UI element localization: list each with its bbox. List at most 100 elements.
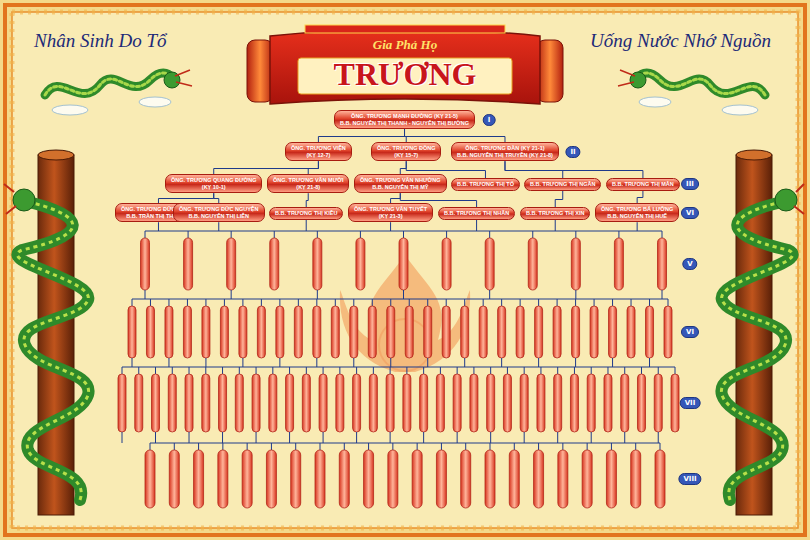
title-banner xyxy=(270,29,540,104)
slot-stem xyxy=(155,367,156,374)
slot-stem xyxy=(323,367,324,374)
person-note: B.B. NGUYỄN THỊ LIÊN xyxy=(179,213,259,220)
name-slot xyxy=(631,450,641,508)
name-slot xyxy=(553,306,561,358)
person-note: (KỴ 15-7) xyxy=(377,152,435,159)
slot-stem xyxy=(631,299,632,306)
name-slot xyxy=(609,306,617,358)
generation-bus xyxy=(150,443,660,444)
dragon xyxy=(618,70,765,115)
slot-stem xyxy=(132,358,133,367)
name-slot xyxy=(286,374,294,432)
scroll-roll xyxy=(537,40,563,102)
slot-stem xyxy=(189,432,190,443)
slot-stem xyxy=(489,231,490,238)
tree-connector xyxy=(400,161,406,174)
name-slot xyxy=(386,374,394,432)
person-name: B.B. TRƯƠNG THỊ XIN xyxy=(526,210,584,217)
slot-stem xyxy=(465,443,466,450)
slot-stem xyxy=(360,231,361,238)
slot-stem xyxy=(575,290,576,299)
name-slot xyxy=(369,374,377,432)
name-slot xyxy=(571,238,580,290)
person-name: ÔNG. TRƯƠNG VIỆN xyxy=(291,145,346,152)
tree-connector xyxy=(391,193,401,203)
name-slot xyxy=(388,450,398,508)
generation-number: VI xyxy=(681,207,699,219)
name-slot xyxy=(487,374,495,432)
ancestor-box: ÔNG. TRƯƠNG ĐỨC NGUYỆNB.B. NGUYỄN THỊ LI… xyxy=(173,203,265,222)
slot-stem xyxy=(423,367,424,374)
slot-stem xyxy=(320,443,321,450)
name-slot xyxy=(403,374,411,432)
slot-stem xyxy=(562,443,563,450)
name-slot xyxy=(442,238,451,290)
name-slot xyxy=(646,306,654,358)
slot-stem xyxy=(489,290,490,299)
slot-stem xyxy=(575,358,576,367)
slot-stem xyxy=(145,290,146,299)
name-slot xyxy=(442,306,450,358)
name-slot xyxy=(294,306,302,358)
slot-stem xyxy=(150,299,151,306)
name-slot xyxy=(302,374,310,432)
generation-bus xyxy=(132,299,668,300)
slot-stem xyxy=(289,432,290,443)
slot-stem xyxy=(390,432,391,443)
name-slot xyxy=(420,374,428,432)
person-note: B.B. NGUYỄN THỊ TRUYỀN (KỴ 21-8) xyxy=(457,152,553,159)
slot-stem xyxy=(668,299,669,306)
slot-stem xyxy=(242,299,243,306)
slot-stem xyxy=(373,367,374,374)
name-slot xyxy=(239,306,247,358)
slot-stem xyxy=(649,299,650,306)
slot-stem xyxy=(591,367,592,374)
slot-stem xyxy=(224,299,225,306)
slot-stem xyxy=(335,299,336,306)
slot-stem xyxy=(540,367,541,374)
slot-stem xyxy=(607,367,608,374)
name-slot xyxy=(220,306,228,358)
person-name: ÔNG. TRƯƠNG BÁ LƯỠNG xyxy=(601,206,673,213)
name-slot xyxy=(313,238,322,290)
person-name: B.B. TRƯƠNG THỊ KIỀU xyxy=(275,210,337,217)
person-name: B.B. TRƯƠNG THỊ TỐ xyxy=(457,181,514,188)
slot-stem xyxy=(222,443,223,450)
tree-connector xyxy=(555,191,563,207)
name-slot xyxy=(387,306,395,358)
slot-stem xyxy=(557,299,558,306)
name-slot xyxy=(227,238,236,290)
slot-stem xyxy=(649,358,650,367)
name-slot xyxy=(516,306,524,358)
person-name: ÔNG. TRƯƠNG ĐÀN (KỴ 21-1) xyxy=(457,145,553,152)
slot-stem xyxy=(205,358,206,367)
slot-stem xyxy=(658,367,659,374)
slot-stem xyxy=(490,432,491,443)
person-name: ÔNG. TRƯƠNG VĂN MƯỜI xyxy=(273,177,343,184)
slot-stem xyxy=(417,443,418,450)
name-slot xyxy=(614,238,623,290)
slot-stem xyxy=(490,367,491,374)
name-slot xyxy=(604,374,612,432)
slot-stem xyxy=(514,443,515,450)
ancestor-box: ÔNG. TRƯƠNG ĐÀN (KỴ 21-1)B.B. NGUYỄN THỊ… xyxy=(451,142,559,161)
title: Gia Phả Họ xyxy=(373,37,437,53)
name-slot xyxy=(436,450,446,508)
person-note: (KỴ 12-7) xyxy=(291,152,346,159)
slot-stem xyxy=(122,367,123,374)
slot-stem xyxy=(612,299,613,306)
name-slot xyxy=(269,374,277,432)
name-slot xyxy=(257,306,265,358)
slot-stem xyxy=(306,367,307,374)
person-name: ÔNG. TRƯƠNG ĐỨC NGUYỆN xyxy=(179,206,259,213)
ancestor-box: ÔNG. TRƯƠNG VĂN TUYẾT(KỴ 21-3) xyxy=(348,203,433,222)
slot-stem xyxy=(594,299,595,306)
slot-stem xyxy=(575,299,576,306)
generation-number: III xyxy=(681,178,699,190)
slot-stem xyxy=(464,299,465,306)
slot-stem xyxy=(390,299,391,306)
ancestor-box: ÔNG. TRƯƠNG BÁ LƯỠNGB.B. NGUYỄN THỊ HUẾ xyxy=(595,203,679,222)
slot-stem xyxy=(256,432,257,443)
slot-stem xyxy=(372,299,373,306)
